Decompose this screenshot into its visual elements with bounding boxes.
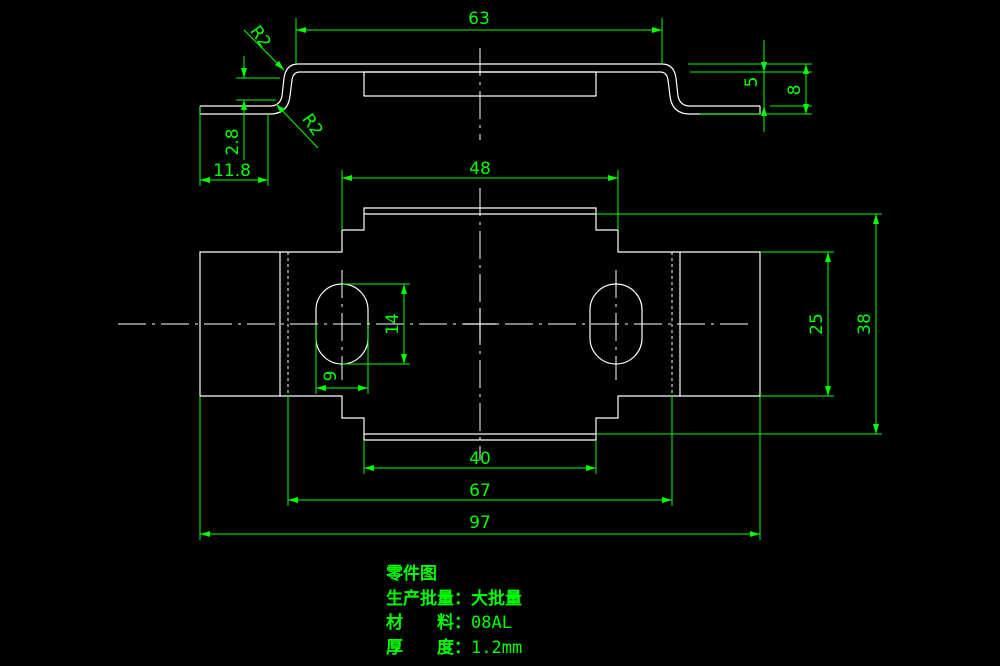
plan-view-dimensions: 48 14 9 25 38 40 67 97 — [199, 159, 882, 540]
side-view-dimensions: 63 5 8 R2 R2 2.8 11.8 — [199, 9, 812, 186]
drawing-notes: 零件图 生产批量：大批量 材 料：08AL 厚 度：1.2mm — [386, 562, 522, 660]
dim-flange-length: 11.8 — [213, 161, 251, 181]
dim-flange-height: 2.8 — [223, 128, 243, 155]
dim-top-tab: 48 — [469, 159, 491, 179]
dim-overall-width: 97 — [469, 513, 491, 533]
side-view — [199, 48, 761, 140]
material-label: 材 料： — [386, 613, 471, 633]
notes-title: 零件图 — [386, 564, 437, 584]
dim-top-width: 63 — [468, 9, 490, 29]
dim-bottom-tab: 40 — [469, 449, 491, 469]
batch-label: 生产批量： — [386, 588, 471, 609]
dim-inner-width: 67 — [469, 481, 491, 501]
dim-slot-height: 14 — [383, 313, 403, 335]
plan-view — [118, 188, 761, 460]
notes-thickness-row: 厚 度：1.2mm — [386, 636, 522, 661]
notes-batch-row: 生产批量：大批量 — [386, 587, 522, 612]
dim-total-height: 8 — [785, 85, 805, 96]
dim-tab-width: 25 — [807, 313, 827, 335]
dim-overall-height: 38 — [855, 313, 875, 335]
thickness-label: 厚 度： — [386, 637, 471, 658]
notes-material-row: 材 料：08AL — [386, 611, 522, 636]
dim-slot-width: 9 — [321, 371, 341, 382]
dim-radius-bottom: R2 — [297, 110, 326, 140]
dim-side-rise: 5 — [742, 77, 762, 88]
dim-radius-top: R2 — [245, 22, 274, 52]
batch-value: 大批量 — [471, 588, 522, 609]
thickness-value: 1.2mm — [471, 637, 523, 658]
material-value: 08AL — [471, 613, 512, 633]
